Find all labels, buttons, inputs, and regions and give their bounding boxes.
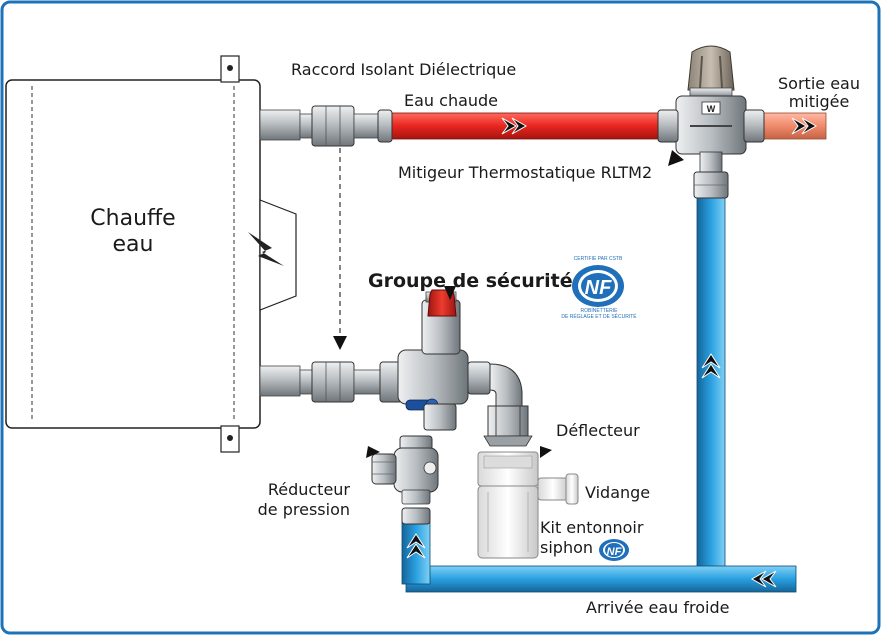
mixer-pointer-arrow [668,150,684,166]
deflector [483,405,533,447]
nf-logo-top-text: CERTIFIE PAR CSTB [574,256,623,262]
thermostatic-mixer: W [657,45,765,199]
deflector-pointer-arrow [540,446,552,458]
water-heater [5,55,301,453]
funnel-siphon-kit [477,451,579,559]
thermostatic-mixer-label: Mitigeur Thermostatique RLTM2 [398,163,653,182]
hot-water-label: Eau chaude [404,91,499,110]
drain-label: Vidange [585,483,651,502]
nf-logo-mark: NF [585,277,612,299]
cold-branch-pipe [401,521,431,585]
nf-certification-logo-small: NF [599,539,629,561]
safety-group-pointer-arrow [444,286,456,300]
cold-main-pipe [405,565,797,593]
mixed-outlet-label: Sortie eau mitigée [778,74,860,111]
drain-outlet [537,477,569,501]
funnel-siphon-label: Kit entonnoir siphon [540,518,644,557]
union-link-arrowhead [333,336,347,350]
nf-logo-small-mark: NF [607,546,622,558]
mixed-flow-arrow [791,117,818,135]
lightning-icon [248,232,284,266]
safety-group-label: Groupe de sécurité [368,270,573,292]
hot-flow-arrow [501,117,528,135]
dielectric-union-bottom [299,361,381,403]
flow-arrows [406,117,818,588]
cold-riser-flow-arrow [701,353,721,379]
nf-certification-logo: NF CERTIFIE PAR CSTB [572,256,624,307]
cold-inlet-stub [259,365,301,397]
cold-inlet-label: Arrivée eau froide [586,598,730,617]
cold-riser-pipe [696,195,726,591]
pressure-reducer-pointer-arrow [366,446,380,458]
hot-outlet-stub [259,109,301,141]
safety-group [379,289,523,431]
electrical-box [259,199,297,311]
cold-branch-flow-arrow [406,533,426,559]
cold-inlet-flow-arrow [750,570,777,588]
nf-logo-bottom-text: ROBINETTERIE DE RÉGLAGE ET DE SÉCURITÉ [561,308,637,320]
dielectric-union-label: Raccord Isolant Diélectrique [291,60,517,79]
pressure-reducer-label: Réducteur de pression [257,480,350,519]
heater-label: Chauffe eau [90,206,176,257]
dielectric-union-top [299,105,393,147]
deflector-label: Déflecteur [556,421,640,440]
pressure-reducer [371,435,439,525]
svg-text:W: W [707,104,716,114]
